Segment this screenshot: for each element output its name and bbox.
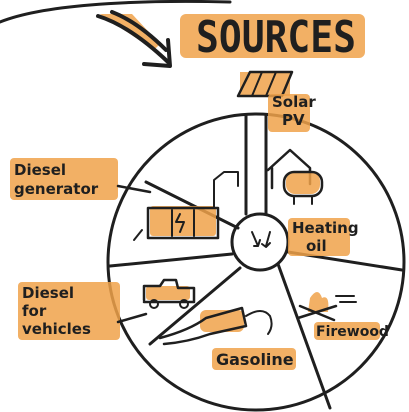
segment-firewood: Firewood xyxy=(298,292,389,340)
title-text: SOURCES xyxy=(196,12,356,63)
title-arrow-icon xyxy=(98,12,170,66)
diesel-generator-pointer xyxy=(118,186,150,192)
campfire-icon xyxy=(298,292,356,320)
segment-diesel-generator: Diesel generator xyxy=(10,158,238,240)
oil-tank-house-icon xyxy=(268,150,322,204)
gas-pump-nozzle-icon xyxy=(160,308,272,344)
truck-icon xyxy=(144,280,194,308)
firewood-label: Firewood xyxy=(316,324,389,340)
diesel-vehicles-pointer xyxy=(118,314,146,322)
segment-heating-oil: Heating oil xyxy=(268,150,364,256)
gasoline-label: Gasoline xyxy=(216,350,294,369)
hub-arrows-icon xyxy=(252,232,270,247)
segment-solar: Solar PV xyxy=(238,72,321,132)
